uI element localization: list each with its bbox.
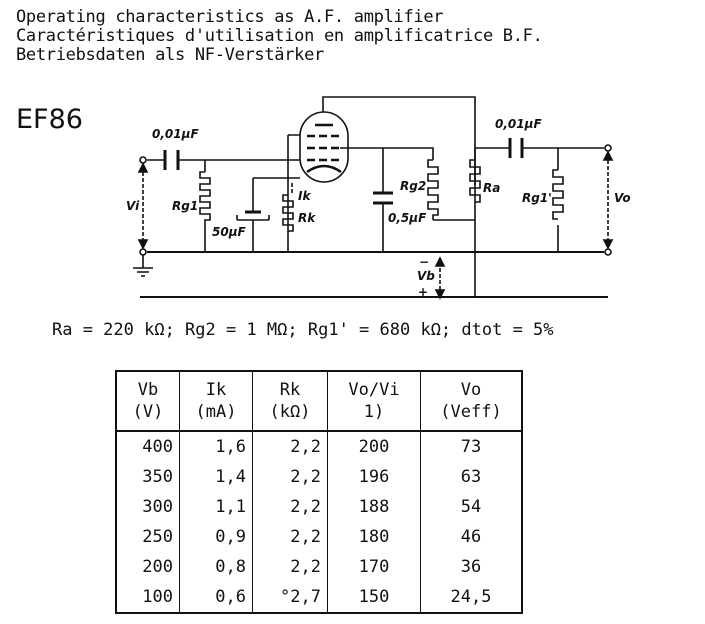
table-cell: °2,7: [252, 582, 328, 613]
table-cell: 0,9: [179, 522, 253, 552]
header-line: (Veff): [440, 402, 502, 422]
column-header: Ik(mA): [179, 371, 253, 432]
table-cell: 46: [420, 522, 522, 552]
table-cell: 180: [327, 522, 421, 552]
table-cell: 73: [420, 431, 522, 462]
header-line: (kΩ): [269, 402, 311, 422]
header-line: Vo: [460, 380, 482, 400]
table-cell: 300: [115, 492, 180, 522]
table-cell: 24,5: [420, 582, 522, 613]
title-fr: Caractéristiques d'utilisation en amplif…: [16, 26, 543, 46]
table-cell: 400: [115, 431, 180, 462]
header-line: Vo/Vi: [348, 380, 400, 400]
title-en: Operating characteristics as A.F. amplif…: [16, 7, 444, 27]
table-cell: 100: [115, 582, 180, 613]
table-cell: 2,2: [252, 492, 328, 522]
column-header: Vo(Veff): [420, 371, 522, 432]
column-header: Vb(V): [115, 371, 180, 432]
ra-resistor: [469, 159, 481, 203]
label-ra: Ra: [483, 181, 500, 195]
header-line: Rk: [279, 380, 301, 400]
tube-type: EF86: [16, 104, 83, 135]
table-cell: 188: [327, 492, 421, 522]
label-vo: Vo: [614, 191, 631, 205]
label-vb: Vb: [417, 269, 435, 283]
table-cell: 1,4: [179, 462, 253, 492]
label-plus: +: [418, 285, 428, 299]
component-values: Ra = 220 kΩ; Rg2 = 1 MΩ; Rg1' = 680 kΩ; …: [52, 320, 554, 340]
table-cell: 0,8: [179, 552, 253, 582]
label-rg1: Rg1: [172, 199, 198, 213]
table-cell: 63: [420, 462, 522, 492]
header-line: 1): [363, 402, 385, 422]
header-line: Vb: [137, 380, 159, 400]
label-c-k: 50µF: [212, 225, 247, 239]
table-cell: 2,2: [252, 522, 328, 552]
circuit-diagram: 0,01µF Vi Rg1 50µF Ik Rk 0,5µF Rg2 Ra 0,…: [126, 96, 631, 300]
rg1-resistor: [199, 171, 211, 232]
label-vi: Vi: [126, 199, 140, 213]
label-minus: −: [419, 255, 429, 269]
label-rk: Rk: [298, 211, 316, 225]
rg2-resistor: [427, 159, 439, 220]
label-c-g2: 0,5µF: [388, 211, 427, 225]
table-cell: 1,6: [179, 431, 253, 462]
label-rg1p: Rg1': [522, 191, 552, 205]
table-cell: 36: [420, 552, 522, 582]
table-cell: 1,1: [179, 492, 253, 522]
label-c-out: 0,01µF: [495, 117, 542, 131]
tube-envelope: [299, 111, 349, 183]
label-rg2: Rg2: [400, 179, 426, 193]
table-cell: 0,6: [179, 582, 253, 613]
table-cell: 2,2: [252, 462, 328, 492]
label-ik: Ik: [298, 189, 311, 203]
table-cell: 2,2: [252, 431, 328, 462]
rg1p-resistor: [552, 169, 564, 220]
table-cell: 250: [115, 522, 180, 552]
table-cell: 150: [327, 582, 421, 613]
label-c-in: 0,01µF: [152, 127, 199, 141]
table-cell: 2,2: [252, 552, 328, 582]
table-cell: 200: [115, 552, 180, 582]
header-line: (mA): [195, 402, 237, 422]
table-cell: 350: [115, 462, 180, 492]
table-cell: 54: [420, 492, 522, 522]
column-header: Rk(kΩ): [252, 371, 328, 432]
table-cell: 196: [327, 462, 421, 492]
rk-resistor: [282, 194, 294, 232]
header-line: (V): [132, 402, 164, 422]
table-cell: 170: [327, 552, 421, 582]
header-line: Ik: [205, 380, 227, 400]
title-de: Betriebsdaten als NF-Verstärker: [16, 45, 324, 65]
table-cell: 200: [327, 431, 421, 462]
